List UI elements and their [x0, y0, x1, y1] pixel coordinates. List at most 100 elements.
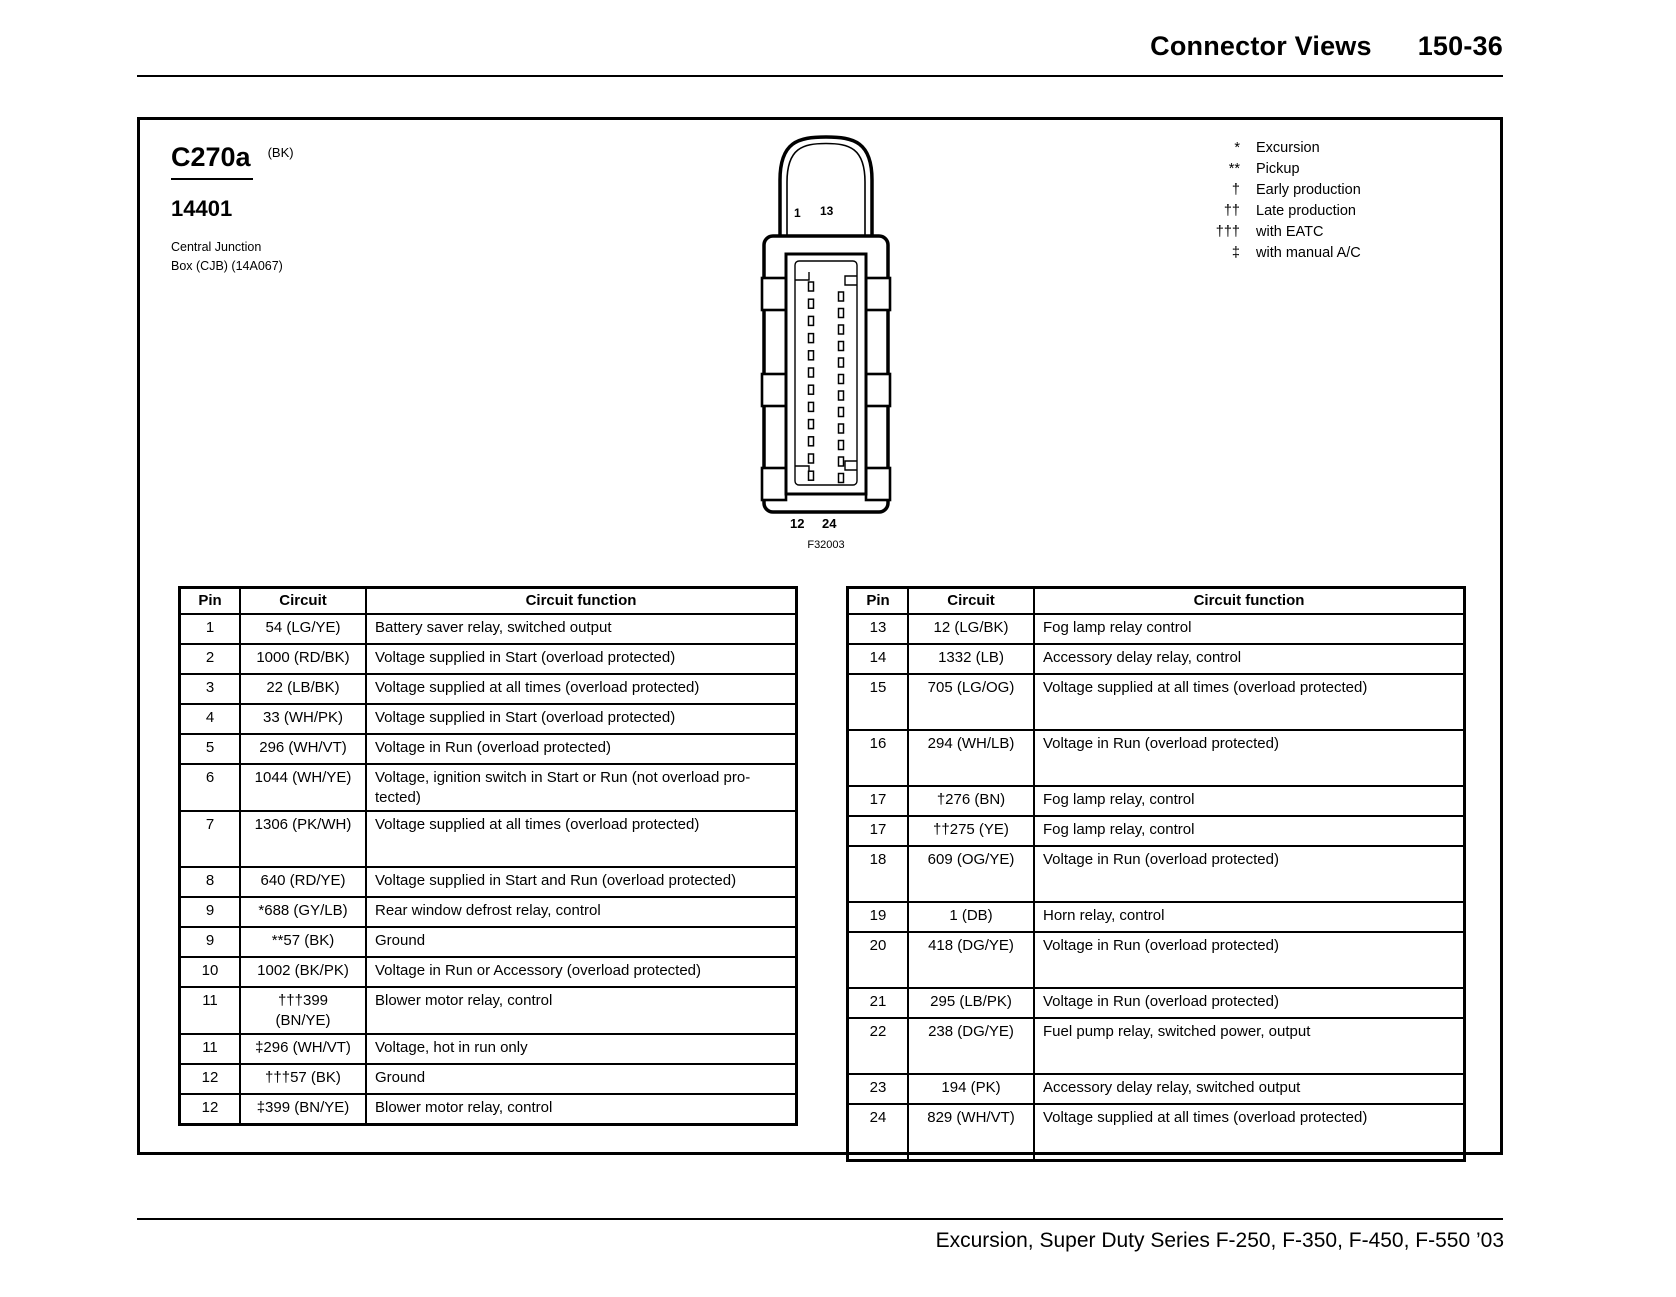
- function-cell: Voltage supplied in Start and Run (overl…: [365, 866, 798, 898]
- function-cell: Battery saver relay, switched output: [365, 613, 798, 645]
- table-row: 3 22 (LB/BK) Voltage supplied at all tim…: [178, 673, 798, 705]
- function-column-header: Circuit function: [1033, 586, 1466, 615]
- circuit-cell: 12 (LG/BK): [907, 613, 1035, 645]
- pin-cell: 23: [846, 1073, 909, 1105]
- pin-cell: 17: [846, 815, 909, 847]
- table-row: 16 294 (WH/LB) Voltage in Run (overload …: [846, 729, 1466, 787]
- function-cell: Horn relay, control: [1033, 901, 1466, 933]
- connector-info: C270a(BK) 14401 Central Junction Box (CJ…: [171, 142, 294, 276]
- pin-cell: 10: [178, 956, 241, 988]
- connector-part-number: 14401: [171, 196, 233, 221]
- circuit-cell: ‡296 (WH/VT): [239, 1033, 367, 1065]
- figure-pin-label-12: 12: [790, 516, 805, 531]
- page-title: Connector Views: [1150, 31, 1372, 61]
- page-footer: Excursion, Super Duty Series F-250, F-35…: [935, 1229, 1504, 1252]
- table-header-row: Pin Circuit Circuit function: [846, 586, 1466, 615]
- connector-description: Central Junction Box (CJB) (14A067): [171, 238, 294, 276]
- page-number: 150-36: [1417, 31, 1503, 61]
- table-row: 23 194 (PK) Accessory delay relay, switc…: [846, 1073, 1466, 1105]
- table-row: 9 **57 (BK) Ground: [178, 926, 798, 958]
- legend-item: * Excursion: [1178, 140, 1361, 156]
- function-cell: Blower motor relay, control: [365, 1093, 798, 1126]
- connector-color-code: (BK): [267, 145, 294, 160]
- circuit-cell: ‡399 (BN/YE): [239, 1093, 367, 1126]
- legend-item: † Early production: [1178, 182, 1361, 198]
- table-row: 14 1332 (LB) Accessory delay relay, cont…: [846, 643, 1466, 675]
- circuit-cell: 418 (DG/YE): [907, 931, 1035, 989]
- header-rule: [137, 75, 1503, 77]
- function-cell: Accessory delay relay, control: [1033, 643, 1466, 675]
- pin-cell: 12: [178, 1093, 241, 1126]
- figure-pin-label-1: 1: [794, 206, 801, 220]
- pin-cell: 24: [846, 1103, 909, 1162]
- pin-cell: 14: [846, 643, 909, 675]
- function-cell: Fog lamp relay control: [1033, 613, 1466, 645]
- table-row: 6 1044 (WH/YE) Voltage, ignition switch …: [178, 763, 798, 812]
- function-cell: Voltage in Run (overload protected): [1033, 987, 1466, 1019]
- legend-symbol: ††: [1223, 203, 1240, 219]
- function-cell: Ground: [365, 1063, 798, 1095]
- legend-meaning: Late production: [1256, 203, 1356, 219]
- function-cell: Blower motor relay, control: [365, 986, 798, 1035]
- function-cell: Voltage, ignition switch in Start or Run…: [365, 763, 798, 812]
- pin-cell: 4: [178, 703, 241, 735]
- circuit-cell: 22 (LB/BK): [239, 673, 367, 705]
- function-cell: Voltage supplied at all times (overload …: [1033, 673, 1466, 731]
- pin-cell: 11: [178, 1033, 241, 1065]
- table-row: 11 †††399 (BN/YE) Blower motor relay, co…: [178, 986, 798, 1035]
- pin-column-header: Pin: [178, 586, 241, 615]
- function-cell: Fuel pump relay, switched power, output: [1033, 1017, 1466, 1075]
- circuit-cell: 640 (RD/YE): [239, 866, 367, 898]
- circuit-cell: 294 (WH/LB): [907, 729, 1035, 787]
- pin-cell: 20: [846, 931, 909, 989]
- function-column-header: Circuit function: [365, 586, 798, 615]
- table-row: 13 12 (LG/BK) Fog lamp relay control: [846, 613, 1466, 645]
- circuit-column-header: Circuit: [907, 586, 1035, 615]
- circuit-cell: 1 (DB): [907, 901, 1035, 933]
- page-header: Connector Views 150-36: [1150, 31, 1503, 62]
- function-cell: Voltage, hot in run only: [365, 1033, 798, 1065]
- function-cell: Accessory delay relay, switched output: [1033, 1073, 1466, 1105]
- footnote-legend: * Excursion ** Pickup † Early production…: [1178, 140, 1361, 266]
- legend-item: †† Late production: [1178, 203, 1361, 219]
- table-row: 4 33 (WH/PK) Voltage supplied in Start (…: [178, 703, 798, 735]
- circuit-cell: 1306 (PK/WH): [239, 810, 367, 868]
- legend-item: ††† with EATC: [1178, 224, 1361, 240]
- table-row: 20 418 (DG/YE) Voltage in Run (overload …: [846, 931, 1466, 989]
- pin-cell: 16: [846, 729, 909, 787]
- circuit-cell: 609 (OG/YE): [907, 845, 1035, 903]
- circuit-cell: 1000 (RD/BK): [239, 643, 367, 675]
- legend-meaning: Early production: [1256, 182, 1361, 198]
- figure-code: F32003: [807, 539, 845, 551]
- table-row: 7 1306 (PK/WH) Voltage supplied at all t…: [178, 810, 798, 868]
- connector-drawing-icon: [760, 135, 892, 514]
- pin-cell: 7: [178, 810, 241, 868]
- pin-cell: 8: [178, 866, 241, 898]
- circuit-column-header: Circuit: [239, 586, 367, 615]
- legend-item: ‡ with manual A/C: [1178, 245, 1361, 261]
- circuit-cell: 194 (PK): [907, 1073, 1035, 1105]
- table-row: 19 1 (DB) Horn relay, control: [846, 901, 1466, 933]
- circuit-cell: 829 (WH/VT): [907, 1103, 1035, 1162]
- legend-symbol: ‡: [1231, 245, 1240, 261]
- function-cell: Voltage supplied at all times (overload …: [1033, 1103, 1466, 1162]
- circuit-cell: 705 (LG/OG): [907, 673, 1035, 731]
- function-cell: Voltage in Run or Accessory (overload pr…: [365, 956, 798, 988]
- function-cell: Voltage in Run (overload protected): [365, 733, 798, 765]
- function-cell: Voltage supplied at all times (overload …: [365, 810, 798, 868]
- pin-cell: 12: [178, 1063, 241, 1095]
- table-row: 5 296 (WH/VT) Voltage in Run (overload p…: [178, 733, 798, 765]
- circuit-cell: 295 (LB/PK): [907, 987, 1035, 1019]
- connector-view-panel: C270a(BK) 14401 Central Junction Box (CJ…: [137, 117, 1503, 1162]
- circuit-cell: †††57 (BK): [239, 1063, 367, 1095]
- pin-cell: 5: [178, 733, 241, 765]
- legend-meaning: with manual A/C: [1256, 245, 1361, 261]
- function-cell: Voltage supplied at all times (overload …: [365, 673, 798, 705]
- pin-cell: 3: [178, 673, 241, 705]
- legend-meaning: Pickup: [1256, 161, 1300, 177]
- function-cell: Voltage in Run (overload protected): [1033, 845, 1466, 903]
- connector-description-line1: Central Junction: [171, 240, 262, 254]
- pin-cell: 9: [178, 896, 241, 928]
- table-row: 17 ††275 (YE) Fog lamp relay, control: [846, 815, 1466, 847]
- connector-figure: 1 13 12 24 F32003: [756, 130, 896, 570]
